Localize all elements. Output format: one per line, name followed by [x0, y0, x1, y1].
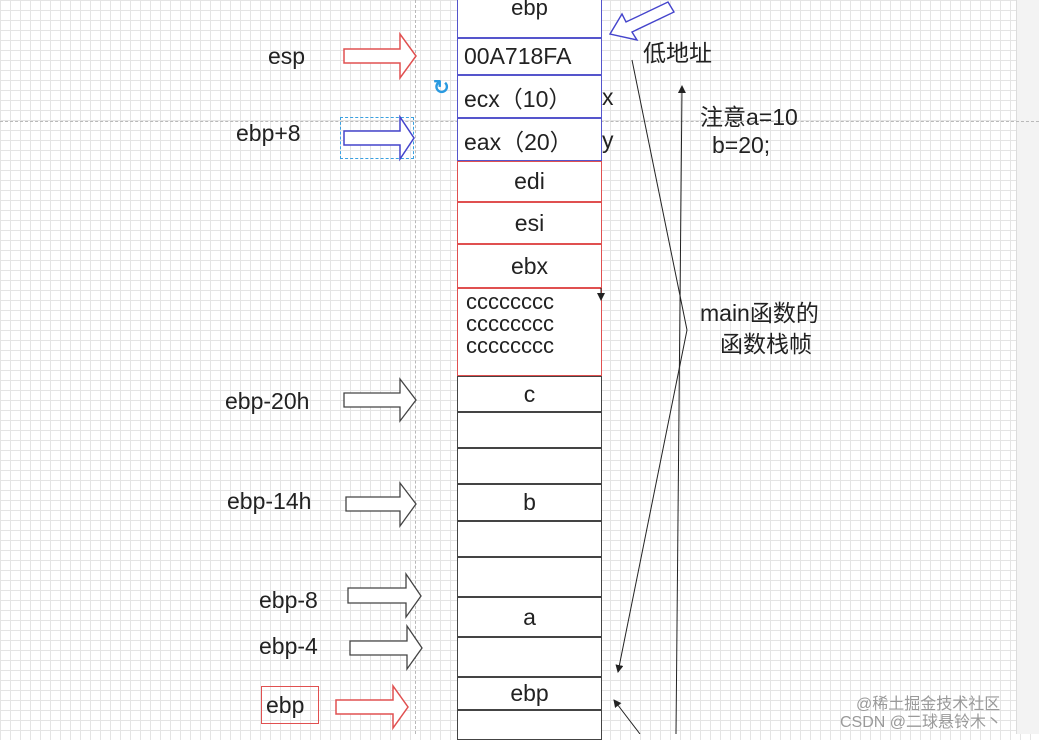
stack-cell-var-c[interactable]: c — [457, 376, 602, 412]
stack-cell-text: 00A718FA — [464, 43, 572, 69]
ebp-minus-4-label: ebp-4 — [259, 633, 318, 659]
low-address-note: 低地址 — [643, 40, 712, 66]
rotate-icon[interactable]: ↻ — [433, 77, 450, 99]
main-ebp-pointer-line — [613, 699, 641, 734]
stack-cell-text: c — [523, 381, 536, 407]
ebp-minus-14h-arrow-icon — [345, 481, 417, 528]
stack-cell-text: cccccccc — [466, 289, 554, 314]
stack-cell-text: a — [523, 603, 536, 630]
stack-cell-empty[interactable] — [457, 637, 602, 677]
stack-cell-text: ebp — [510, 680, 549, 706]
stack-cell-eax[interactable]: eax（20） — [457, 118, 602, 161]
ebp-plus-8-label: ebp+8 — [236, 120, 301, 146]
ebp-plus-8-arrow-icon — [343, 114, 415, 162]
watermark-csdn: CSDN @二球悬铃木丶 — [840, 714, 1003, 731]
frame-note-line1: main函数的 — [700, 300, 819, 326]
esp-label: esp — [268, 43, 306, 69]
stack-cell-empty[interactable] — [457, 412, 602, 448]
stack-cell-main-ebp[interactable]: ebp — [457, 677, 602, 710]
attention-note-line2: b=20; — [712, 132, 771, 158]
stack-cell-text: edi — [514, 168, 545, 194]
stack-cell-text: b — [523, 489, 536, 515]
stack-cell-text: ebp — [511, 0, 548, 20]
stack-cell-padding[interactable]: cccccccc cccccccc cccccccc — [457, 288, 602, 376]
ebp-minus-20h-label: ebp-20h — [225, 388, 310, 414]
stack-cell-text: ecx（10） — [464, 85, 572, 112]
param-x-label: x — [602, 84, 614, 110]
stack-cell-var-a[interactable]: a — [457, 597, 602, 637]
canvas-scrollbar[interactable] — [1016, 0, 1039, 734]
stack-cell-text: eax（20） — [464, 128, 573, 155]
stack-cell-ebx[interactable]: ebx — [457, 244, 602, 288]
stack-cell-esi[interactable]: esi — [457, 202, 602, 244]
stack-cell-var-b[interactable]: b — [457, 484, 602, 521]
bracket-line-to-ebp — [615, 329, 688, 673]
frame-note-line2: 函数栈帧 — [720, 331, 812, 357]
stack-cell-text: cccccccc — [466, 333, 554, 358]
ebp-minus-8-label: ebp-8 — [259, 587, 318, 613]
stack-cell-edi[interactable]: edi — [457, 161, 602, 202]
stack-cell-ecx[interactable]: ecx（10） — [457, 75, 602, 118]
ebp-minus-20h-arrow-icon — [343, 377, 417, 423]
attention-pointer-line — [675, 85, 686, 734]
ebp-minus-14h-label: ebp-14h — [227, 488, 312, 514]
ebp-label-box[interactable] — [261, 686, 319, 724]
ebp-minus-8-arrow-icon — [347, 571, 422, 620]
stack-cell-text: ebx — [510, 252, 549, 279]
stack-cell-return-address[interactable]: 00A718FA — [457, 38, 602, 75]
stack-cell-empty[interactable] — [457, 521, 602, 557]
ebp-label: ebp — [266, 692, 305, 718]
attention-note-line1: 注意a=10 — [700, 104, 798, 130]
bracket-line-left — [631, 59, 688, 331]
stack-cell-text: cccccccc — [466, 311, 554, 336]
vertical-guide-line — [415, 0, 416, 734]
stack-cell-empty[interactable] — [457, 448, 602, 484]
ebp-minus-4-arrow-icon — [349, 623, 423, 672]
param-y-label: y — [602, 127, 614, 153]
stack-cell-empty[interactable] — [457, 557, 602, 597]
stack-cell-text: esi — [514, 209, 545, 236]
watermark-juejin: @稀土掘金技术社区 — [856, 696, 1001, 713]
esp-arrow-icon — [343, 31, 417, 81]
ebp-arrow-icon — [335, 683, 409, 731]
stack-cell-saved-ebp[interactable]: ebp — [457, 0, 602, 38]
low-address-arrow-icon — [608, 1, 675, 42]
